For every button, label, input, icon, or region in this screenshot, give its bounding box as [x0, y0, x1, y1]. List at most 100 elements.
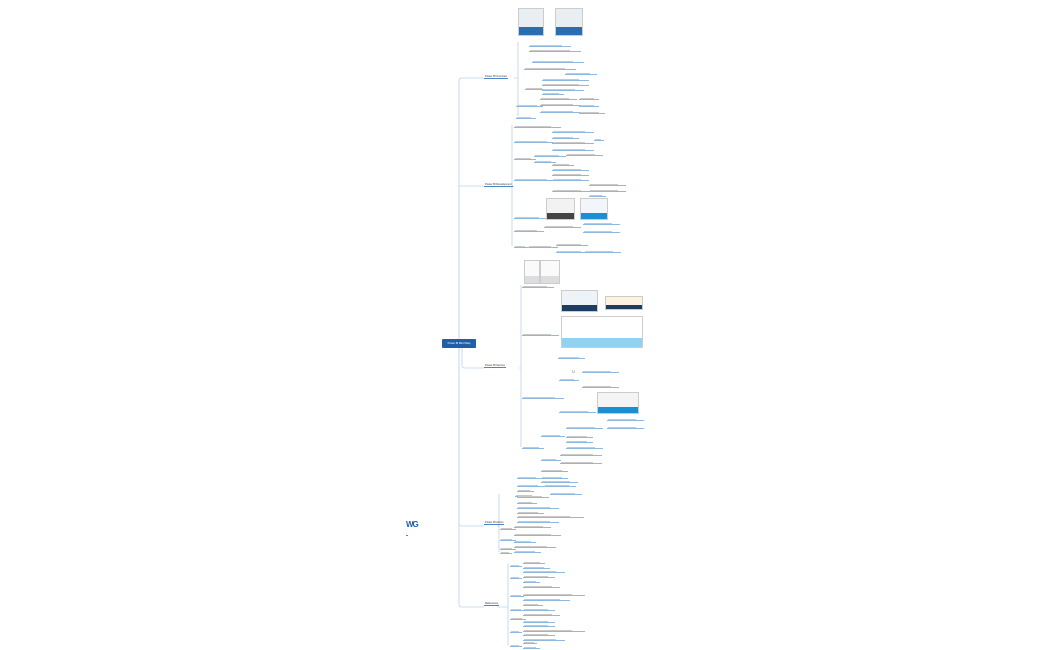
topic-node[interactable] [579, 97, 599, 100]
topic-node[interactable] [522, 333, 559, 336]
topic-node[interactable] [523, 603, 543, 606]
topic-node[interactable] [541, 434, 565, 437]
topic-node[interactable] [542, 92, 564, 95]
branch-development[interactable]: Power BI Development [484, 183, 513, 187]
topic-node[interactable] [607, 418, 644, 421]
topic-node[interactable] [583, 230, 620, 233]
topic-node[interactable] [510, 564, 522, 567]
topic-node[interactable] [514, 533, 561, 536]
topic-node[interactable] [523, 620, 555, 623]
topic-node[interactable] [528, 245, 558, 248]
topic-node[interactable] [500, 551, 512, 554]
topic-node[interactable] [589, 189, 626, 192]
topic-node[interactable] [589, 183, 626, 186]
topic-node[interactable] [517, 515, 584, 518]
topic-node[interactable] [516, 116, 536, 119]
topic-node[interactable] [552, 141, 594, 144]
topic-node[interactable] [514, 216, 546, 219]
topic-node[interactable] [523, 593, 585, 596]
topic-node[interactable] [522, 285, 554, 288]
topic-node[interactable] [566, 446, 603, 449]
branch-overview[interactable]: Power BI Overview [484, 75, 509, 79]
topic-node[interactable] [517, 520, 559, 523]
topic-node[interactable] [607, 426, 644, 429]
topic-node[interactable] [514, 245, 528, 248]
topic-node[interactable] [523, 580, 540, 583]
branch-service[interactable]: Power BI Service [484, 364, 506, 368]
topic-node[interactable] [582, 370, 619, 373]
topic-node[interactable] [589, 194, 606, 197]
topic-node[interactable] [552, 178, 589, 181]
topic-node[interactable] [579, 111, 605, 114]
topic-node[interactable] [514, 178, 556, 181]
topic-node[interactable] [552, 130, 594, 133]
topic-node[interactable] [514, 550, 541, 553]
topic-node[interactable] [516, 104, 543, 107]
topic-node[interactable] [529, 44, 571, 47]
topic-node[interactable] [541, 469, 568, 472]
topic-node[interactable] [540, 103, 582, 106]
topic-node[interactable] [523, 633, 555, 636]
topic-node[interactable] [510, 617, 526, 620]
topic-node[interactable] [523, 598, 570, 601]
topic-node[interactable] [522, 396, 564, 399]
branch-admin[interactable]: Power BI Admin [484, 521, 505, 525]
topic-node[interactable] [522, 446, 544, 449]
topic-node[interactable] [510, 630, 522, 633]
topic-node[interactable] [542, 83, 589, 86]
topic-node[interactable] [517, 506, 559, 509]
topic-node[interactable] [514, 525, 551, 528]
topic-node[interactable] [584, 250, 621, 253]
logo-caption[interactable]: ... [406, 533, 408, 536]
topic-node[interactable] [552, 189, 589, 192]
topic-node[interactable] [558, 356, 585, 359]
topic-node[interactable] [566, 153, 603, 156]
topic-node[interactable] [559, 378, 579, 381]
topic-node[interactable] [500, 538, 516, 541]
topic-node[interactable] [532, 60, 584, 63]
topic-node[interactable] [540, 110, 582, 113]
topic-node[interactable] [517, 489, 534, 492]
topic-node[interactable] [523, 585, 560, 588]
topic-node[interactable] [514, 140, 556, 143]
topic-node[interactable] [566, 426, 603, 429]
topic-node[interactable] [517, 495, 549, 498]
topic-node[interactable] [566, 440, 593, 443]
topic-node[interactable] [510, 576, 522, 579]
topic-node[interactable] [514, 540, 536, 543]
topic-node[interactable] [542, 78, 589, 81]
topic-node[interactable] [510, 644, 522, 647]
topic-node[interactable] [523, 575, 555, 578]
topic-node[interactable] [510, 608, 524, 611]
topic-node[interactable] [556, 243, 588, 246]
topic-node[interactable] [523, 641, 537, 644]
topic-node[interactable] [534, 160, 556, 163]
topic-node[interactable] [500, 527, 516, 530]
topic-node[interactable] [550, 492, 582, 495]
topic-node[interactable] [523, 608, 555, 611]
topic-node[interactable] [523, 624, 555, 627]
topic-node[interactable] [525, 87, 547, 90]
topic-node[interactable] [552, 168, 589, 171]
topic-node[interactable] [514, 125, 561, 128]
topic-node[interactable] [523, 566, 550, 569]
topic-node[interactable] [552, 136, 579, 139]
topic-node[interactable] [552, 148, 594, 151]
root-topic[interactable]: Power BI Mind Map [442, 339, 476, 348]
topic-node[interactable] [540, 97, 577, 100]
topic-node[interactable] [517, 476, 541, 479]
topic-node[interactable] [500, 547, 516, 550]
topic-node[interactable] [566, 435, 593, 438]
topic-node[interactable] [560, 453, 602, 456]
topic-node[interactable] [523, 638, 565, 641]
topic-node[interactable] [524, 67, 576, 70]
topic-node[interactable] [534, 154, 566, 157]
topic-node[interactable] [529, 49, 581, 52]
topic-node[interactable] [523, 646, 540, 649]
topic-node[interactable] [560, 461, 602, 464]
topic-node[interactable] [517, 511, 544, 514]
topic-node[interactable] [583, 222, 620, 225]
topic-node[interactable] [517, 501, 537, 504]
topic-node[interactable] [544, 484, 576, 487]
